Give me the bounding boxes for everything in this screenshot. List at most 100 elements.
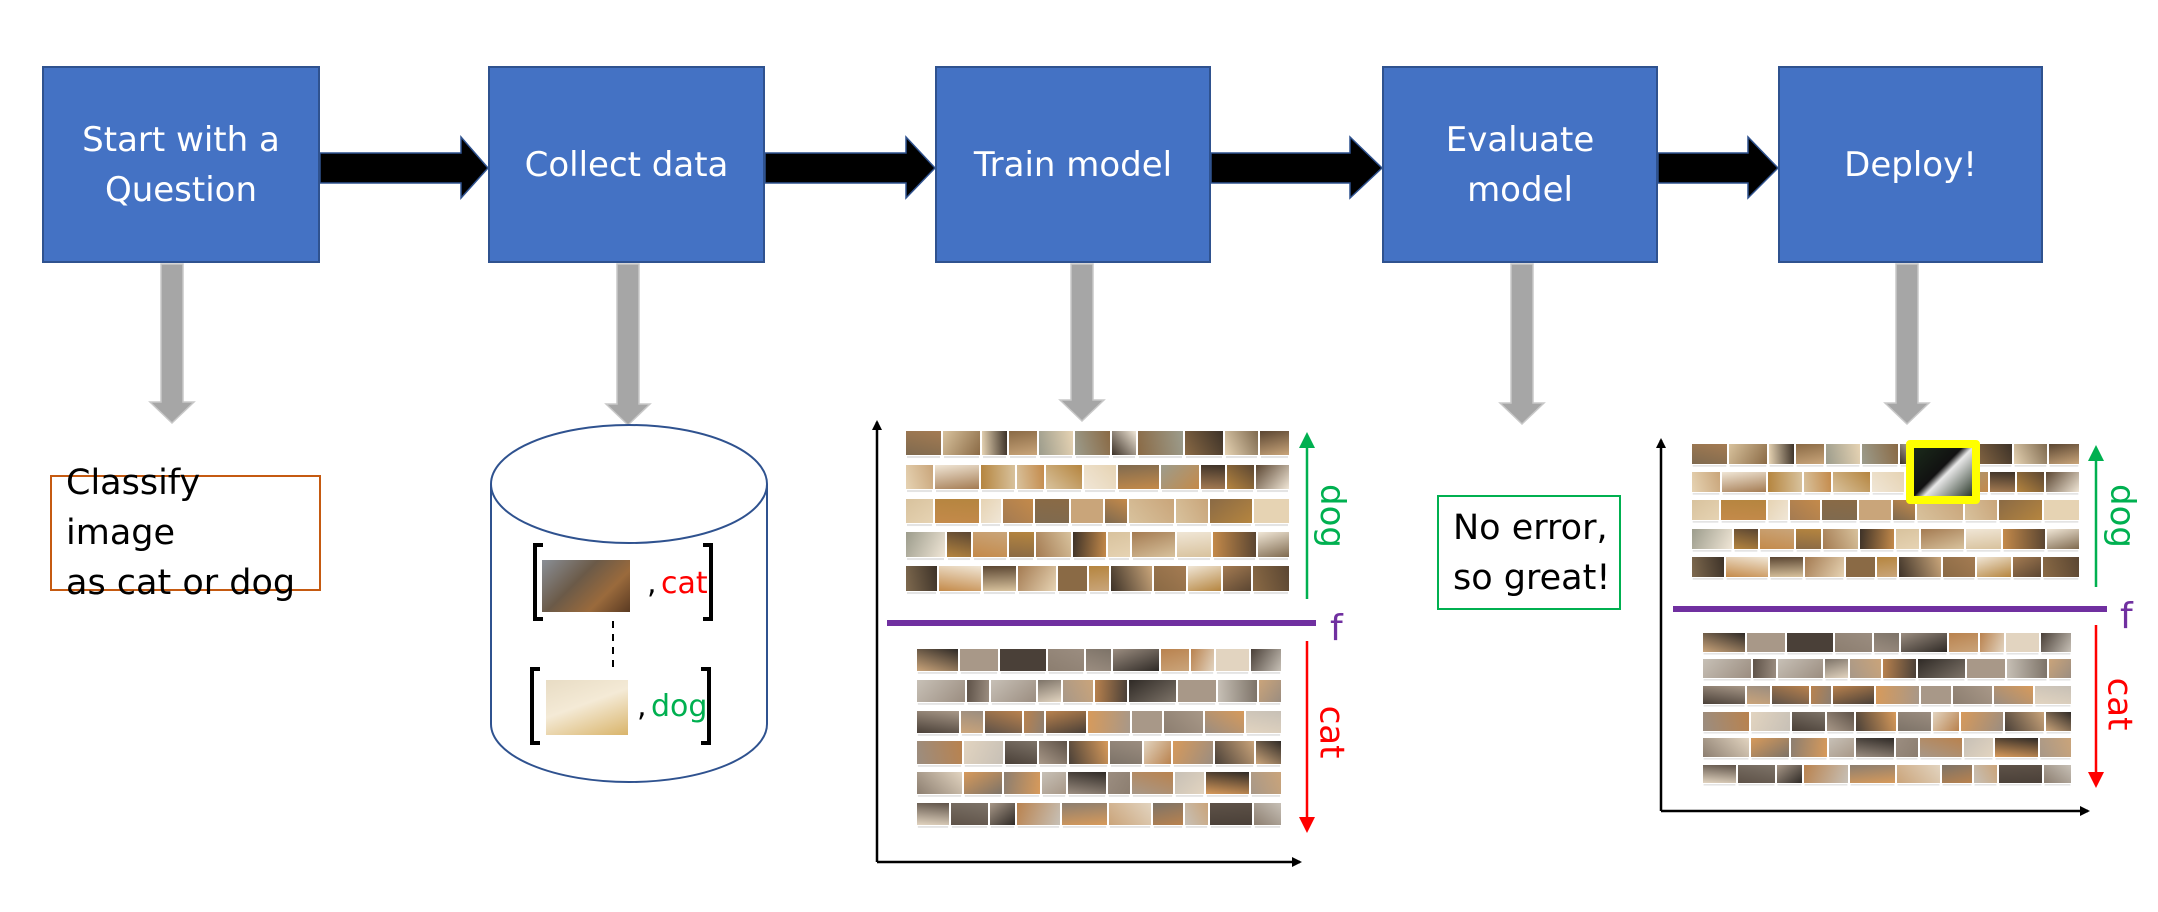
image-thumbnail bbox=[905, 497, 934, 524]
image-thumbnail bbox=[1036, 678, 1062, 703]
image-thumbnail bbox=[1067, 740, 1109, 765]
down-arrow-2 bbox=[604, 263, 652, 427]
image-thumbnail bbox=[1143, 740, 1172, 765]
down-arrow-4 bbox=[1498, 263, 1546, 426]
image-grid-row bbox=[905, 531, 1290, 565]
image-thumbnail bbox=[1103, 497, 1129, 524]
image-thumbnail bbox=[980, 463, 1016, 491]
down-arrows bbox=[148, 263, 1931, 427]
train-plot-axes bbox=[872, 420, 1302, 867]
image-thumbnail bbox=[916, 678, 966, 703]
image-thumbnail bbox=[2047, 658, 2072, 679]
image-thumbnail bbox=[1007, 531, 1035, 558]
image-thumbnail bbox=[1702, 763, 1737, 785]
image-thumbnail bbox=[2013, 443, 2049, 465]
image-thumbnail bbox=[1849, 658, 1883, 679]
dataset-brackets bbox=[530, 543, 713, 745]
image-grid-row bbox=[905, 565, 1290, 599]
image-thumbnail bbox=[1128, 678, 1177, 703]
deploy-boundary-label: f bbox=[2120, 596, 2133, 637]
cat-photo bbox=[542, 560, 630, 612]
image-thumbnail bbox=[1872, 632, 1900, 653]
image-thumbnail bbox=[1159, 463, 1200, 491]
flow-arrow-1 bbox=[319, 134, 490, 200]
image-thumbnail bbox=[1820, 499, 1859, 522]
image-thumbnail bbox=[1834, 632, 1873, 653]
image-thumbnail bbox=[2048, 443, 2080, 465]
image-thumbnail bbox=[1931, 710, 1961, 732]
evaluation-box: No error, so great! bbox=[1437, 495, 1621, 610]
image-thumbnail bbox=[1061, 678, 1095, 703]
flow-arrow-2 bbox=[764, 135, 937, 200]
highlighted-new-dog-image bbox=[1906, 440, 1980, 504]
image-thumbnail bbox=[2039, 632, 2072, 653]
train-cat-image-grid bbox=[916, 648, 1282, 833]
image-thumbnail bbox=[1186, 565, 1223, 592]
image-thumbnail bbox=[1960, 710, 2004, 732]
image-thumbnail bbox=[1720, 471, 1768, 494]
image-thumbnail bbox=[1131, 709, 1164, 734]
image-thumbnail bbox=[1998, 499, 2043, 522]
image-thumbnail bbox=[1109, 565, 1154, 592]
image-thumbnail bbox=[1037, 430, 1074, 457]
image-thumbnail bbox=[1023, 709, 1045, 734]
image-thumbnail bbox=[905, 531, 947, 558]
image-thumbnail bbox=[1963, 737, 1994, 758]
image-thumbnail bbox=[1107, 771, 1131, 796]
image-thumbnail bbox=[1208, 497, 1253, 524]
image-thumbnail bbox=[984, 709, 1024, 734]
image-thumbnail bbox=[1720, 499, 1767, 522]
image-thumbnail bbox=[1789, 499, 1821, 522]
image-thumbnail bbox=[1070, 497, 1104, 524]
dataset-label-dog: dog bbox=[651, 689, 708, 724]
image-thumbnail bbox=[1785, 632, 1835, 653]
image-grid-row bbox=[1702, 632, 2072, 658]
image-thumbnail bbox=[959, 709, 985, 734]
image-thumbnail bbox=[1190, 648, 1216, 673]
image-thumbnail bbox=[1964, 499, 1999, 522]
image-thumbnail bbox=[1204, 771, 1250, 796]
image-grid-row bbox=[1702, 658, 2072, 684]
image-thumbnail bbox=[1766, 499, 1790, 522]
question-text: Classify image as cat or dog bbox=[66, 463, 296, 603]
image-thumbnail bbox=[1067, 771, 1108, 796]
image-thumbnail bbox=[2011, 555, 2042, 578]
image-thumbnail bbox=[1159, 648, 1191, 673]
image-thumbnail bbox=[1752, 658, 1777, 679]
image-thumbnail bbox=[981, 565, 1018, 592]
image-thumbnail bbox=[1046, 648, 1085, 673]
image-thumbnail bbox=[933, 497, 981, 524]
image-grid-row bbox=[1702, 737, 2072, 763]
step-label: Start with a Question bbox=[82, 119, 280, 210]
flow-arrow-3 bbox=[1210, 135, 1384, 200]
deploy-cat-image-grid bbox=[1702, 632, 2072, 790]
image-thumbnail bbox=[1746, 684, 1772, 706]
image-thumbnail bbox=[2001, 527, 2047, 550]
step-start-with-question: Start with a Question bbox=[42, 66, 320, 263]
image-thumbnail bbox=[959, 648, 999, 673]
image-grid-row bbox=[916, 709, 1282, 741]
image-thumbnail bbox=[1108, 740, 1144, 765]
image-grid-row bbox=[1702, 710, 2072, 737]
image-thumbnail bbox=[1992, 684, 2035, 706]
image-thumbnail bbox=[1825, 443, 1862, 465]
image-thumbnail bbox=[1094, 678, 1129, 703]
image-thumbnail bbox=[1940, 763, 1973, 785]
image-thumbnail bbox=[1979, 632, 2005, 653]
image-thumbnail bbox=[1824, 658, 1850, 679]
step-deploy: Deploy! bbox=[1778, 66, 2043, 263]
image-thumbnail bbox=[972, 531, 1008, 558]
image-thumbnail bbox=[916, 771, 964, 796]
image-thumbnail bbox=[938, 565, 982, 592]
image-thumbnail bbox=[1831, 684, 1876, 706]
train-dog-image-grid bbox=[905, 430, 1290, 599]
image-thumbnail bbox=[905, 565, 939, 592]
image-thumbnail bbox=[1108, 802, 1153, 827]
image-thumbnail bbox=[1252, 497, 1290, 524]
image-thumbnail bbox=[1767, 443, 1795, 465]
dataset-sep-2: , bbox=[637, 689, 647, 724]
image-thumbnail bbox=[1153, 565, 1187, 592]
image-thumbnail bbox=[1972, 763, 1999, 785]
image-thumbnail bbox=[1214, 740, 1255, 765]
image-thumbnail bbox=[1810, 684, 1832, 706]
